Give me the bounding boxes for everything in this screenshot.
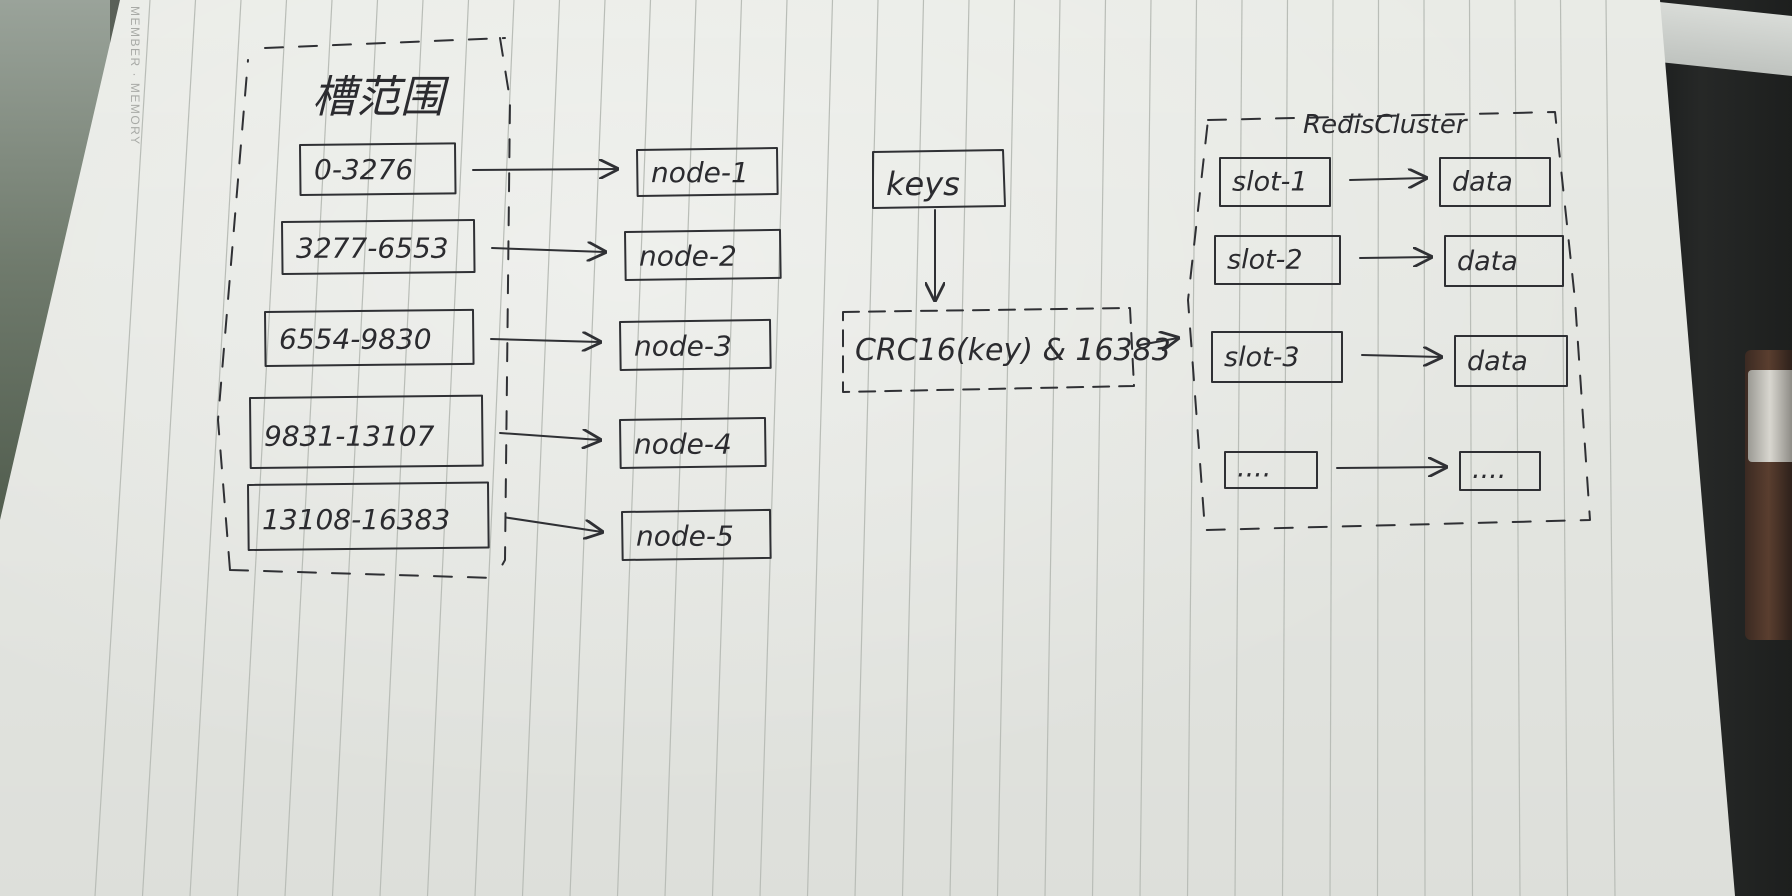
slot-range-text: 3277-6553 xyxy=(296,231,449,264)
node-label: node-3 xyxy=(634,330,732,363)
cluster-slot-box xyxy=(1214,235,1341,285)
node-label: node-1 xyxy=(651,156,749,189)
slot-range-dashed-frame xyxy=(217,37,511,579)
cluster-data-label: data xyxy=(1452,167,1513,198)
keys-box xyxy=(872,149,1006,209)
node-boxes: node-1 node-2 node-3 node-4 node-5 xyxy=(619,147,782,561)
ruled-line xyxy=(1605,0,1616,896)
cluster-slot-box xyxy=(1211,331,1343,383)
node-label: node-4 xyxy=(634,428,732,461)
node-label: node-5 xyxy=(636,520,734,553)
slot-range-box xyxy=(281,218,476,275)
hash-formula: CRC16(key) & 16383 xyxy=(855,333,1171,368)
slot-to-data-arrow xyxy=(1336,467,1446,468)
ruled-line xyxy=(426,0,470,896)
slot-range-heading: 槽范围 xyxy=(312,72,450,123)
slot-to-data-arrow xyxy=(1349,178,1426,180)
slot-to-data-arrow xyxy=(1359,257,1431,258)
ruled-line xyxy=(1329,0,1334,896)
slot-range-text: 13108-16383 xyxy=(262,503,450,536)
slot-range-box xyxy=(246,481,490,551)
formula-to-cluster-arrow xyxy=(1139,338,1178,345)
rediscluster-label: RedisCluster xyxy=(1303,110,1469,140)
ruled-line xyxy=(474,0,515,896)
slot-range-box xyxy=(264,308,475,367)
cluster-data-label: .... xyxy=(1472,454,1506,485)
node-box xyxy=(619,416,767,469)
ruled-line xyxy=(806,0,834,896)
range-to-node-arrow xyxy=(490,339,600,342)
ruled-line xyxy=(1139,0,1152,896)
ruled-line xyxy=(949,0,970,896)
node-box xyxy=(636,147,779,197)
node-label: node-2 xyxy=(639,240,737,273)
slot-range-text: 9831-13107 xyxy=(264,420,435,453)
slot-range-text: 0-3276 xyxy=(314,153,413,186)
cluster-data-box xyxy=(1444,235,1564,287)
ruled-line xyxy=(1091,0,1107,896)
slot-to-data-arrow xyxy=(1361,355,1441,357)
cluster-slot-label: slot-2 xyxy=(1227,245,1303,276)
node-box xyxy=(619,318,772,371)
right-jar-label xyxy=(1748,370,1792,462)
ruled-line xyxy=(1559,0,1569,896)
ruled-line xyxy=(996,0,1016,896)
node-box xyxy=(624,228,782,281)
formula-dashed-box xyxy=(842,307,1135,393)
ruled-lines xyxy=(94,0,1616,896)
ruled-line xyxy=(901,0,925,896)
slot-range-box xyxy=(248,394,484,469)
ruled-line xyxy=(854,0,879,896)
ruled-line xyxy=(94,0,151,896)
range-to-node-arrow xyxy=(472,169,617,170)
cluster-slot-label: slot-1 xyxy=(1232,167,1308,198)
cluster-data-box xyxy=(1459,451,1541,491)
ruled-line xyxy=(1514,0,1521,896)
ruled-line xyxy=(1468,0,1474,896)
ruled-line xyxy=(1376,0,1380,896)
ruled-line xyxy=(284,0,333,896)
keys-label: keys xyxy=(886,165,960,203)
cluster-slot-rows: slot-1 data slot-2 data slot-3 data........ xyxy=(1211,157,1568,491)
cluster-slot-label: slot-3 xyxy=(1224,342,1300,373)
node-box xyxy=(621,508,772,561)
ruled-line xyxy=(1044,0,1061,896)
cluster-data-label: data xyxy=(1457,246,1518,277)
cluster-slot-box xyxy=(1219,157,1331,207)
ruled-line xyxy=(331,0,379,896)
ruled-line xyxy=(189,0,242,896)
ruled-line xyxy=(1423,0,1426,896)
ruled-line xyxy=(379,0,424,896)
ruled-line xyxy=(759,0,788,896)
cluster-data-box xyxy=(1439,157,1551,207)
ruled-line xyxy=(1234,0,1243,896)
ruled-line xyxy=(1281,0,1289,896)
rediscluster-dashed-frame xyxy=(1187,111,1591,531)
ruled-line xyxy=(1186,0,1198,896)
range-to-node-arrow xyxy=(491,248,605,252)
cluster-data-box xyxy=(1454,335,1568,387)
slot-range-boxes: 0-3276 3277-6553 6554-9830 9831-13107 13108-… xyxy=(246,142,490,551)
slot-range-box xyxy=(299,142,457,196)
cluster-slot-label: .... xyxy=(1237,452,1271,483)
margin-printed-text: MEMBER · MEMORY xyxy=(128,6,142,146)
range-to-node-arrow xyxy=(499,433,600,440)
cluster-data-label: data xyxy=(1467,346,1528,377)
cluster-slot-box xyxy=(1224,451,1318,489)
ruled-line xyxy=(141,0,197,896)
ruled-line xyxy=(521,0,561,896)
range-to-node-arrow xyxy=(505,516,602,533)
ruled-line xyxy=(569,0,606,896)
slot-range-text: 6554-9830 xyxy=(279,323,432,356)
range-to-node-arrows xyxy=(472,169,617,533)
ruled-line xyxy=(236,0,288,896)
